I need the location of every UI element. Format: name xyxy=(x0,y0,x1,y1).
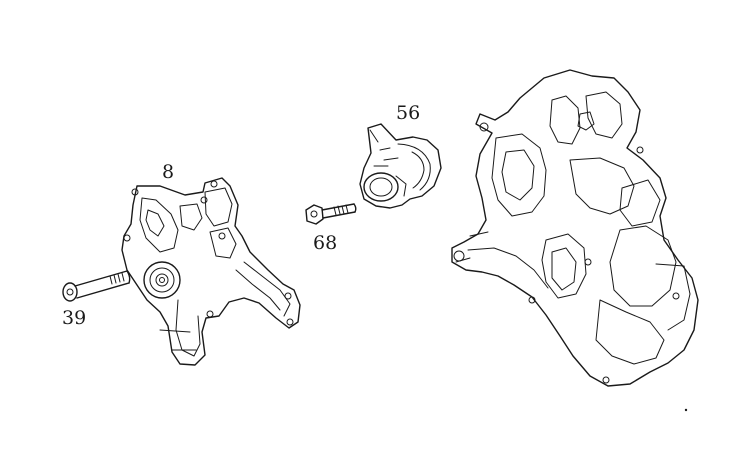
engine-timing-cover[interactable] xyxy=(451,69,699,387)
water-pump-8[interactable] xyxy=(121,177,301,366)
pump-bolt-39[interactable] xyxy=(62,270,131,302)
callout-thermostat-housing: 56 xyxy=(396,102,421,124)
callout-housing-bolt: 68 xyxy=(313,232,338,254)
housing-bolt-68[interactable] xyxy=(305,203,357,225)
callout-pump-bolt: 39 xyxy=(62,307,87,329)
thermostat-housing-56[interactable] xyxy=(359,123,442,209)
stray-dot-mark xyxy=(684,408,688,412)
callout-water-pump: 8 xyxy=(162,161,175,183)
